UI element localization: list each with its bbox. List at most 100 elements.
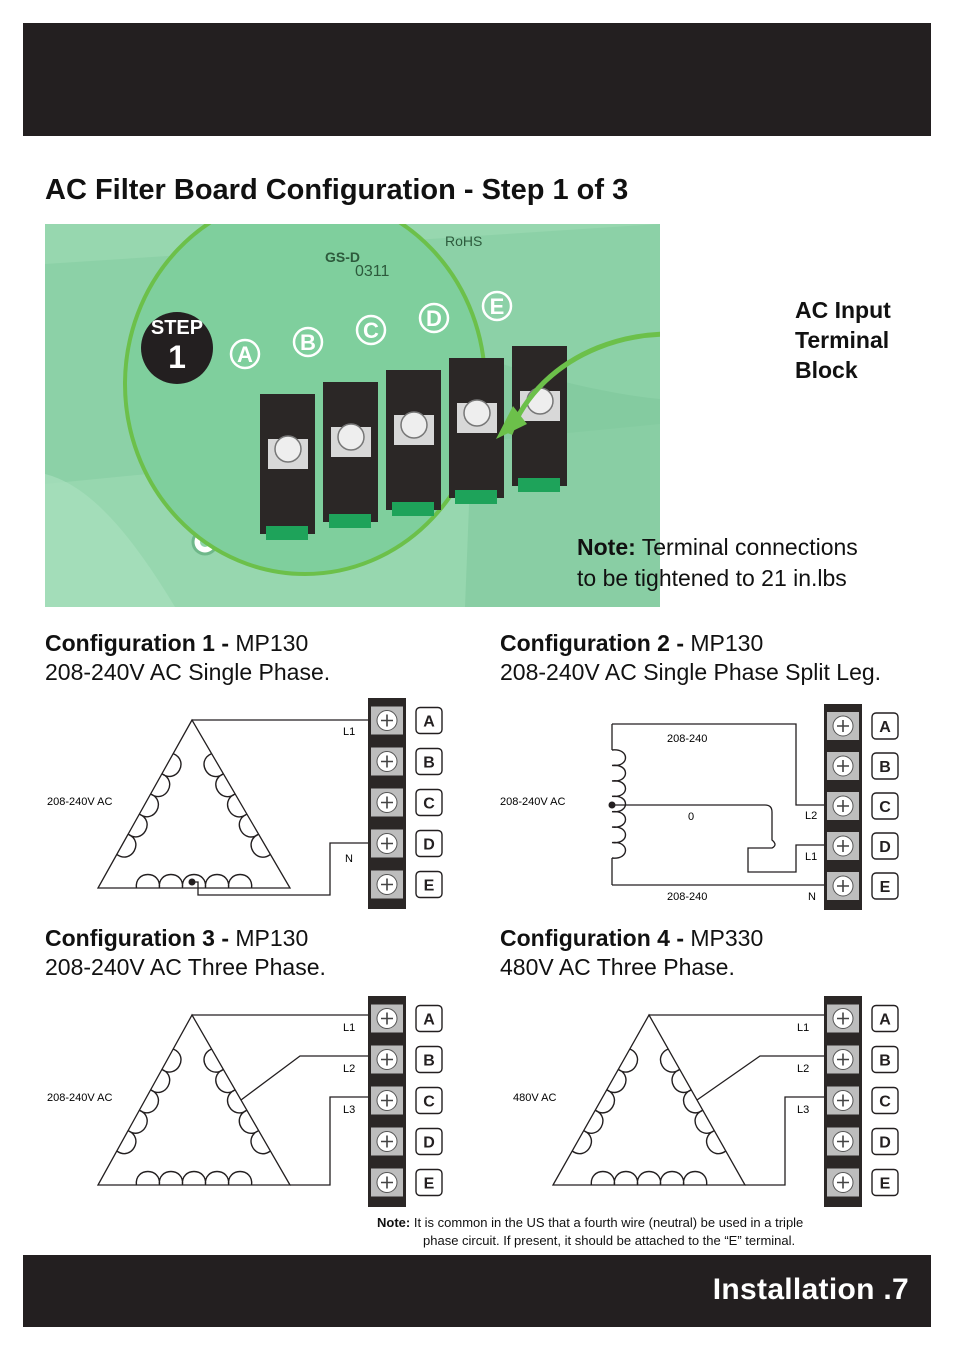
config-3-heading: Configuration 3 - MP130 208-240V AC Thre…: [45, 924, 326, 982]
svg-text:E: E: [880, 1176, 891, 1193]
config-4-heading: Configuration 4 - MP330 480V AC Three Ph…: [500, 924, 763, 982]
config-1-desc: 208-240V AC Single Phase.: [45, 659, 331, 685]
board-text-3: RoHS: [445, 233, 482, 249]
terminal-e: [371, 870, 403, 899]
config-2-model: MP130: [690, 630, 764, 656]
terminal-label-a: A: [415, 706, 443, 735]
terminal-e: [827, 1168, 859, 1197]
terminal-label-d: D: [871, 1127, 899, 1156]
terminal-label-d: D: [415, 1127, 443, 1156]
terminal-block-zoom: GS-D 0311 RoHS A B C D E: [123, 224, 567, 576]
terminal-label-c: C: [871, 1086, 899, 1115]
config-1-model: MP130: [235, 630, 309, 656]
step-number: 1: [168, 339, 186, 375]
config-4-title: Configuration 4 -: [500, 925, 691, 951]
svg-text:D: D: [423, 1135, 435, 1152]
config-1-title: Configuration 1 -: [45, 630, 236, 656]
terminal-label-c: C: [415, 1086, 443, 1115]
board-letter-a: A: [237, 342, 253, 367]
callout-line-2: Terminal: [795, 327, 890, 353]
config-2-heading: Configuration 2 - MP130 208-240V AC Sing…: [500, 629, 881, 687]
svg-text:A: A: [879, 719, 891, 736]
callout-line-3: Block: [795, 357, 858, 383]
torque-note: Note: Terminal connections to be tighten…: [577, 532, 858, 594]
terminal-c: [827, 792, 859, 820]
terminal-label-b: B: [415, 747, 443, 776]
terminal-label-c: C: [871, 792, 899, 820]
svg-text:C: C: [423, 1094, 435, 1111]
step-badge: [141, 312, 213, 384]
svg-text:D: D: [423, 837, 435, 854]
terminal-label-d: D: [871, 832, 899, 860]
footnote-line-2: phase circuit. If present, it should be …: [423, 1233, 796, 1248]
footnote-line-1: It is common in the US that a fourth wir…: [410, 1215, 804, 1230]
svg-text:E: E: [880, 879, 891, 896]
config-3-model: MP130: [235, 925, 309, 951]
terminal-e: [371, 1168, 403, 1197]
neutral-footnote: Note: It is common in the US that a four…: [377, 1214, 917, 1250]
svg-text:A: A: [423, 1012, 435, 1029]
terminal-a: [371, 1004, 403, 1033]
board-letter-e: E: [490, 294, 505, 319]
svg-text:C: C: [423, 796, 435, 813]
board-text-1: GS-D: [325, 249, 360, 265]
terminal-label-a: A: [871, 1004, 899, 1033]
terminal-label-d: D: [415, 829, 443, 858]
config-2-desc: 208-240V AC Single Phase Split Leg.: [500, 659, 882, 685]
config-4-model: MP330: [690, 925, 764, 951]
svg-text:D: D: [879, 1135, 891, 1152]
callout-label: AC Input Terminal Block: [795, 295, 891, 385]
terminal-label-a: A: [871, 712, 899, 740]
step-label: STEP: [151, 317, 203, 339]
terminal-d: [827, 1127, 859, 1156]
svg-text:B: B: [879, 759, 891, 776]
svg-text:E: E: [424, 878, 435, 895]
callout-line-1: AC Input: [795, 297, 891, 323]
board-photo: GS-D 0311 RoHS A B C D E STEP 1: [45, 224, 660, 607]
terminal-label-b: B: [871, 1045, 899, 1074]
config-2-title: Configuration 2 -: [500, 630, 691, 656]
terminal-label-e: E: [415, 1168, 443, 1197]
config-1-heading: Configuration 1 - MP130 208-240V AC Sing…: [45, 629, 330, 687]
terminal-a: [827, 1004, 859, 1033]
terminal-d: [371, 1127, 403, 1156]
board-letter-c: C: [363, 318, 379, 343]
svg-text:A: A: [879, 1012, 891, 1029]
terminal-d: [371, 829, 403, 858]
config-3-title: Configuration 3 -: [45, 925, 236, 951]
svg-text:E: E: [424, 1176, 435, 1193]
terminal-label-b: B: [415, 1045, 443, 1074]
torque-note-text-1: Terminal connections: [635, 534, 858, 560]
terminal-label-e: E: [415, 870, 443, 899]
footnote-label: Note:: [377, 1215, 411, 1230]
terminal-d: [827, 832, 859, 860]
top-banner: [23, 23, 931, 136]
svg-text:C: C: [879, 1094, 891, 1111]
svg-text:B: B: [423, 755, 435, 772]
svg-text:A: A: [423, 714, 435, 731]
terminal-b: [827, 752, 859, 780]
board-letter-b: B: [300, 330, 316, 355]
terminal-c: [827, 1086, 859, 1115]
terminal-label-e: E: [871, 1168, 899, 1197]
svg-text:B: B: [423, 1053, 435, 1070]
page-title: AC Filter Board Configuration - Step 1 o…: [45, 174, 629, 206]
svg-text:B: B: [879, 1053, 891, 1070]
svg-text:C: C: [879, 799, 891, 816]
board-text-2: 0311: [355, 263, 390, 280]
board-letter-d: D: [426, 306, 442, 331]
terminal-c: [371, 788, 403, 817]
terminal-b: [371, 747, 403, 776]
terminal-e: [827, 872, 859, 900]
terminal-label-b: B: [871, 752, 899, 780]
config-4-desc: 480V AC Three Phase.: [500, 954, 735, 980]
terminal-label-c: C: [415, 788, 443, 817]
terminal-label-e: E: [871, 872, 899, 900]
config-3-desc: 208-240V AC Three Phase.: [45, 954, 326, 980]
terminal-c: [371, 1086, 403, 1115]
terminal-a: [827, 712, 859, 740]
footer-title: Installation .7: [712, 1273, 909, 1306]
footer-banner: Installation .7: [23, 1255, 931, 1327]
svg-text:D: D: [879, 839, 891, 856]
terminal-b: [827, 1045, 859, 1074]
